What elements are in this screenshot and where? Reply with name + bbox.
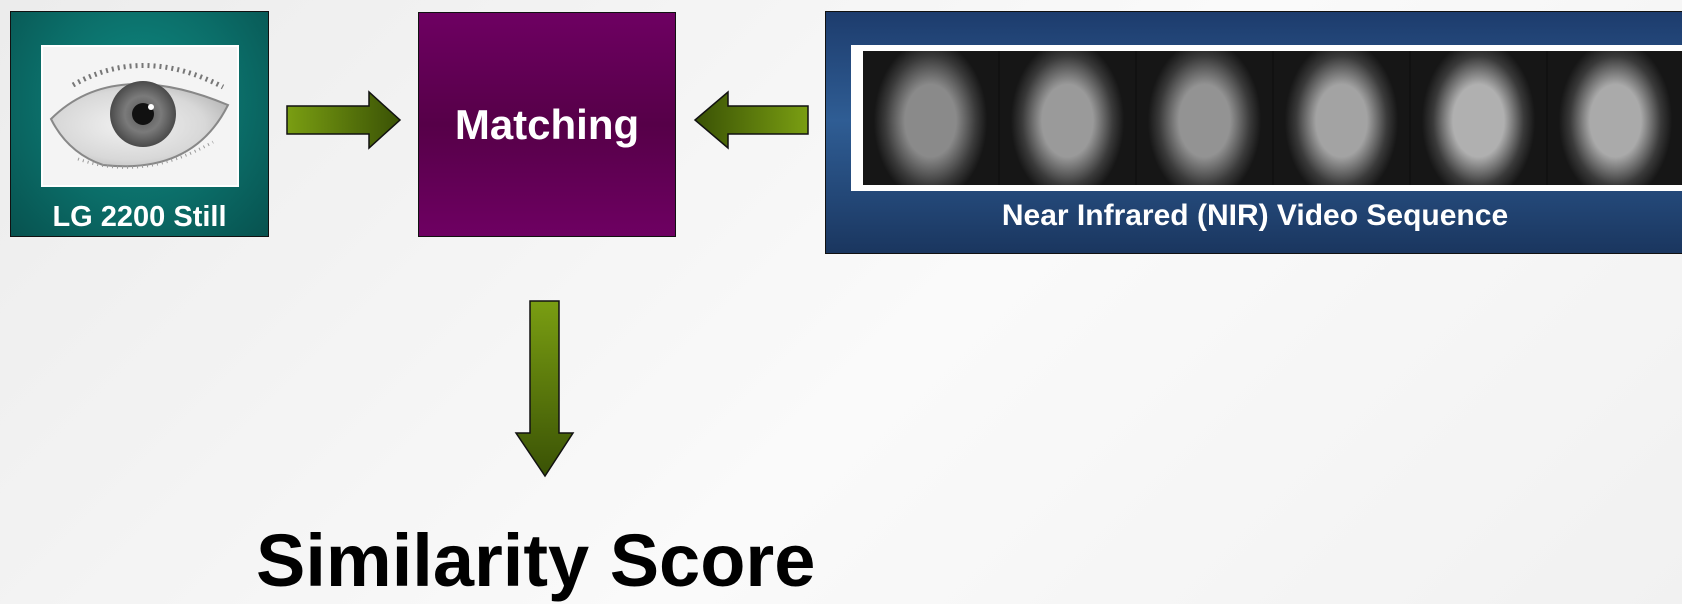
video-frame [863, 51, 1000, 185]
still-caption: LG 2200 Still [52, 201, 227, 233]
arrow-video-to-matching [693, 90, 809, 150]
video-frame [1274, 51, 1411, 185]
video-frame [1137, 51, 1274, 185]
video-caption: Near Infrared (NIR) Video Sequence [1001, 199, 1509, 232]
lg-2200-still-panel: LG 2200 Still [10, 11, 269, 237]
arrow-matching-to-score [514, 300, 575, 478]
video-frame [1411, 51, 1548, 185]
matching-label: Matching [454, 100, 640, 148]
video-filmstrip [851, 45, 1682, 191]
video-frame [1000, 51, 1137, 185]
nir-video-panel: Near Infrared (NIR) Video Sequence [825, 11, 1682, 254]
arrow-still-to-matching [286, 90, 402, 150]
video-frame [1548, 51, 1682, 185]
iris-image [41, 45, 239, 187]
matching-box: Matching [418, 12, 676, 237]
similarity-score-label: Similarity Score [256, 519, 816, 602]
